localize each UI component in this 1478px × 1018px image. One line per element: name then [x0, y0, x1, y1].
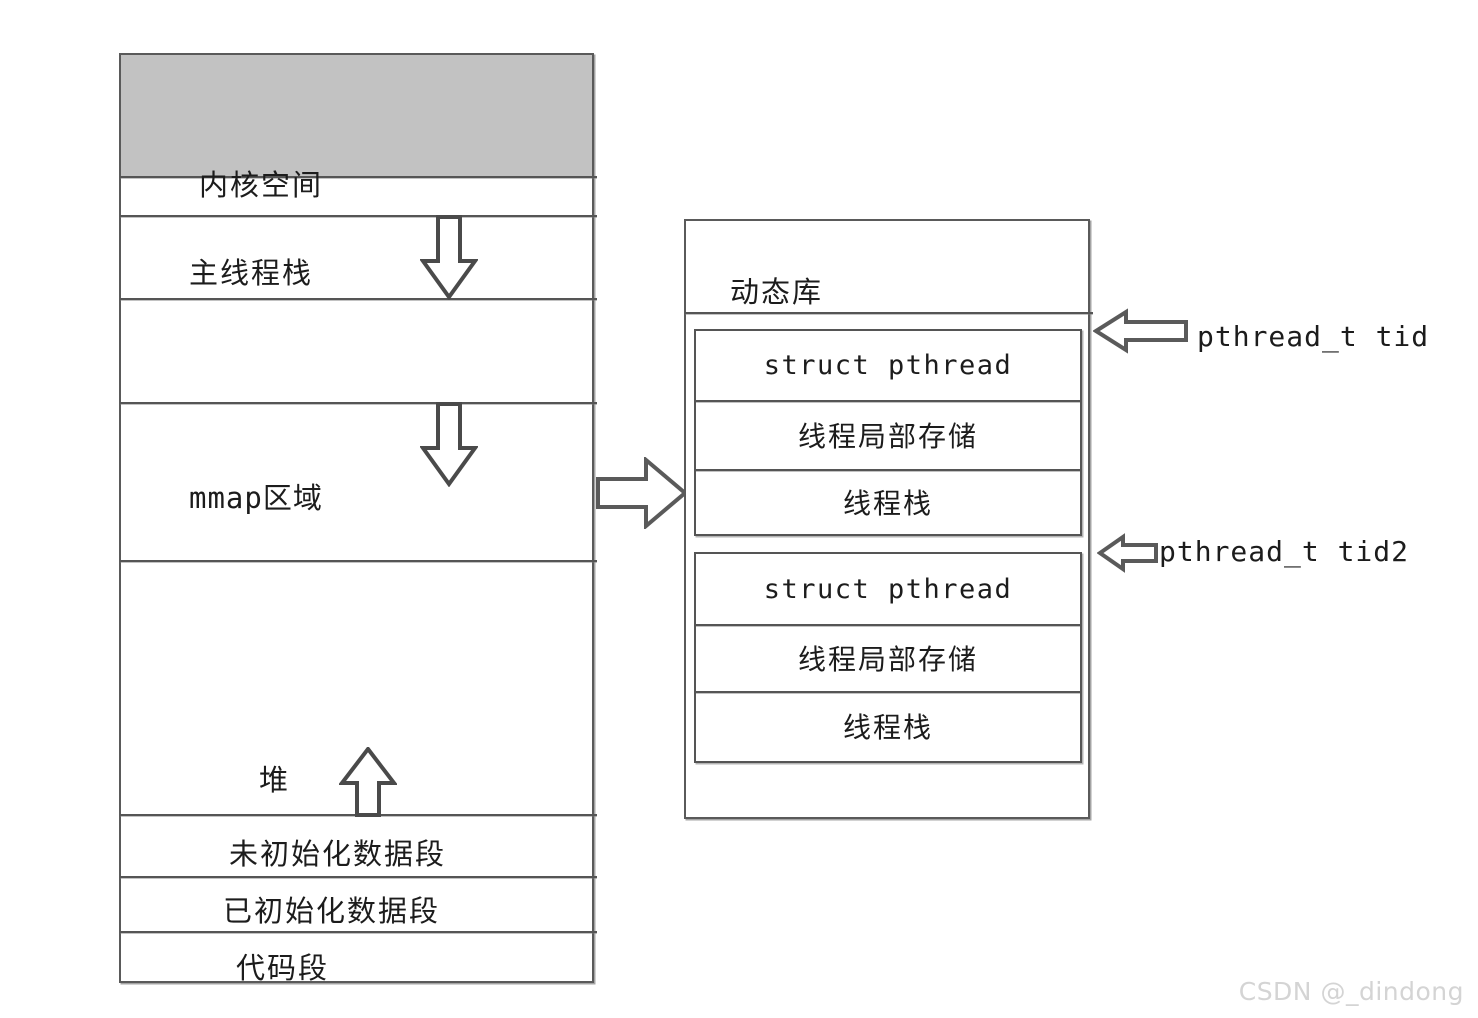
- thread-row-label: 线程局部存储: [797, 642, 978, 676]
- mmap-to-dylib-arrow: [596, 457, 688, 529]
- divider-gap-mid-bottom: [120, 402, 597, 404]
- stack-grow-down-arrow: [420, 215, 478, 300]
- mmap-grow-down-arrow: [420, 402, 478, 487]
- thread-row-tls: 线程局部存储: [696, 624, 1080, 691]
- thread-row-label: struct pthread: [763, 350, 1013, 381]
- divider-mmap-bottom: [120, 560, 597, 562]
- thread-row-stack: 线程栈: [696, 469, 1080, 534]
- process-address-space-box: 内核空间 主线程栈 mmap区域 堆 未初始化数据段 已初始化数据段 代码段: [119, 53, 597, 985]
- thread-row-stack: 线程栈: [696, 691, 1080, 761]
- divider-bss-bottom: [120, 876, 597, 878]
- segment-label-mmap: mmap区域: [189, 481, 323, 515]
- thread-row-label: 线程局部存储: [797, 419, 978, 453]
- divider-thread2-row1: [696, 624, 1080, 626]
- divider-thread1-row1: [696, 400, 1080, 402]
- thread-row-label: 线程栈: [842, 711, 933, 744]
- dynamic-library-title: 动态库: [730, 275, 824, 309]
- segment-label-main-stack: 主线程栈: [189, 256, 314, 290]
- pthread-tid-callout-arrow: [1093, 308, 1188, 354]
- thread-row-struct-pthread: struct pthread: [696, 331, 1080, 400]
- segment-label-bss: 未初始化数据段: [229, 837, 447, 871]
- divider-data-bottom: [120, 931, 597, 933]
- thread-row-label: struct pthread: [763, 573, 1013, 605]
- thread-row-label: 线程栈: [842, 486, 933, 520]
- segment-label-kernel: 内核空间: [199, 168, 324, 202]
- divider-dylib-header: [685, 312, 1093, 314]
- divider-gap-top-bottom: [120, 215, 597, 217]
- divider-thread1-row2: [696, 469, 1080, 471]
- dynamic-library-box: 动态库 struct pthread 线程局部存储 线程栈 struct pth…: [684, 219, 1093, 819]
- pthread-tid2-callout-arrow: [1097, 533, 1158, 573]
- divider-kernel-bottom: [120, 176, 597, 178]
- thread-row-struct-pthread: struct pthread: [696, 554, 1080, 624]
- csdn-watermark: CSDN @_dindong: [1238, 977, 1464, 1006]
- divider-thread2-row2: [696, 691, 1080, 693]
- segment-label-heap: 堆: [259, 763, 291, 797]
- heap-grow-up-arrow: [339, 747, 397, 817]
- segment-label-text: 代码段: [236, 951, 330, 985]
- thread-row-tls: 线程局部存储: [696, 400, 1080, 469]
- divider-main-stack-bottom: [120, 298, 597, 300]
- kernel-space-fill: [121, 55, 592, 176]
- thread-block-2: struct pthread 线程局部存储 线程栈: [694, 552, 1082, 763]
- segment-label-data: 已初始化数据段: [223, 894, 441, 928]
- pthread-tid-label: pthread_t tid: [1197, 320, 1430, 353]
- pthread-tid2-label: pthread_t tid2: [1159, 535, 1410, 568]
- thread-block-1: struct pthread 线程局部存储 线程栈: [694, 329, 1082, 536]
